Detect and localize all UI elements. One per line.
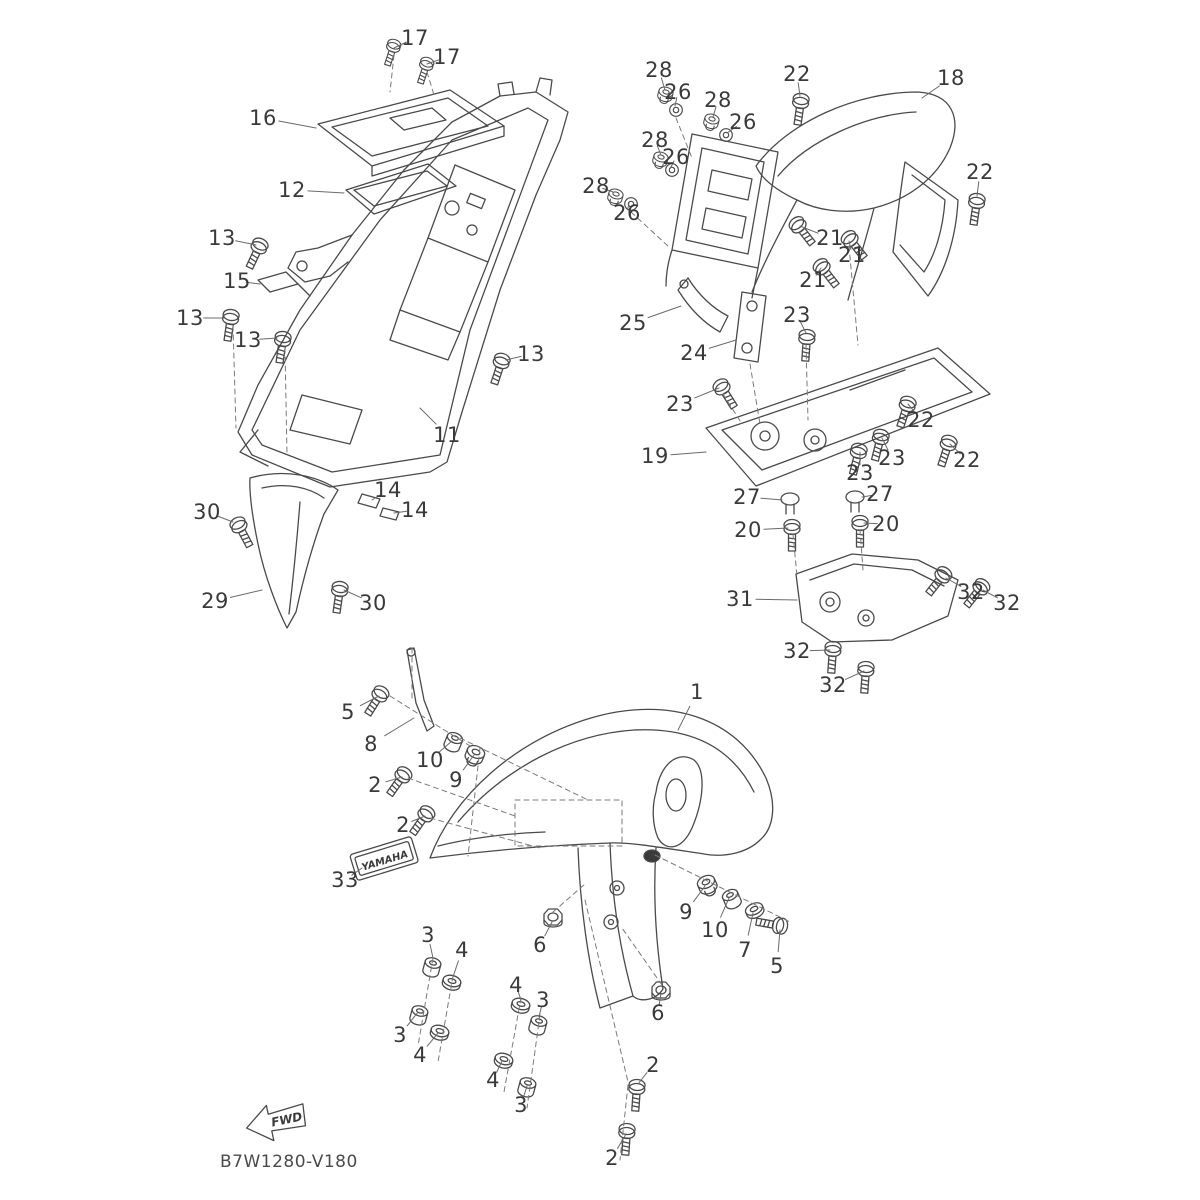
callout-7: 7 bbox=[738, 938, 752, 962]
callout-28: 28 bbox=[645, 58, 673, 82]
callout-1: 1 bbox=[690, 680, 704, 704]
callout-30: 30 bbox=[359, 591, 387, 615]
tail-cowl bbox=[751, 91, 959, 301]
callout-5: 5 bbox=[341, 700, 355, 724]
callout-5: 5 bbox=[770, 954, 784, 978]
callout-2: 2 bbox=[605, 1146, 619, 1170]
callout-23: 23 bbox=[783, 303, 811, 327]
battery-tray bbox=[317, 89, 505, 177]
callout-21: 21 bbox=[838, 243, 866, 267]
callout-27: 27 bbox=[866, 482, 894, 506]
callout-4: 4 bbox=[486, 1068, 500, 1092]
callout-22: 22 bbox=[783, 62, 811, 86]
fwd-arrow-label: FWD bbox=[270, 1109, 304, 1129]
callout-24: 24 bbox=[680, 341, 708, 365]
callout-2: 2 bbox=[368, 773, 382, 797]
callout-26: 26 bbox=[729, 110, 757, 134]
callout-13: 13 bbox=[208, 226, 236, 250]
callout-20: 20 bbox=[734, 518, 762, 542]
construction-lines bbox=[232, 54, 864, 1161]
dampers-27 bbox=[780, 490, 865, 515]
fwd-arrow: FWD bbox=[245, 1103, 307, 1142]
callout-21: 21 bbox=[799, 268, 827, 292]
callout-28: 28 bbox=[704, 88, 732, 112]
callout-26: 26 bbox=[662, 145, 690, 169]
side-bracket bbox=[795, 553, 959, 643]
callout-11: 11 bbox=[433, 423, 461, 447]
callout-28: 28 bbox=[582, 174, 610, 198]
callout-13: 13 bbox=[176, 306, 204, 330]
callout-18: 18 bbox=[937, 66, 965, 90]
callout-26: 26 bbox=[613, 201, 641, 225]
callout-30: 30 bbox=[193, 500, 221, 524]
diagram-code: B7W1280-V180 bbox=[220, 1152, 358, 1172]
callout-3: 3 bbox=[421, 923, 435, 947]
callout-23: 23 bbox=[878, 446, 906, 470]
small-bracket bbox=[257, 271, 311, 297]
yamaha-emblem: YAMAHA bbox=[349, 836, 419, 881]
callout-3: 3 bbox=[536, 988, 550, 1012]
callout-17: 17 bbox=[433, 45, 461, 69]
clips bbox=[357, 493, 400, 521]
callout-2: 2 bbox=[396, 813, 410, 837]
callout-4: 4 bbox=[413, 1043, 427, 1067]
callout-32: 32 bbox=[819, 673, 847, 697]
mud-flap bbox=[249, 472, 339, 629]
callout-20: 20 bbox=[872, 512, 900, 536]
callout-22: 22 bbox=[953, 448, 981, 472]
callout-14: 14 bbox=[401, 498, 429, 522]
fender-stay bbox=[406, 647, 435, 732]
license-bracket bbox=[665, 133, 779, 363]
callout-10: 10 bbox=[701, 918, 729, 942]
callout-3: 3 bbox=[514, 1093, 528, 1117]
callout-21: 21 bbox=[816, 226, 844, 250]
callout-32: 32 bbox=[783, 639, 811, 663]
front-fender bbox=[429, 708, 774, 1009]
callout-6: 6 bbox=[651, 1001, 665, 1025]
callout-4: 4 bbox=[455, 938, 469, 962]
callout-27: 27 bbox=[733, 485, 761, 509]
callout-32: 32 bbox=[957, 580, 985, 604]
callout-12: 12 bbox=[278, 178, 306, 202]
callout-14: 14 bbox=[374, 478, 402, 502]
carrier-bracket bbox=[705, 347, 991, 487]
callout-29: 29 bbox=[201, 589, 229, 613]
callout-28: 28 bbox=[641, 128, 669, 152]
leader-lines bbox=[203, 41, 998, 1149]
callout-33: 33 bbox=[331, 868, 359, 892]
callout-22: 22 bbox=[907, 408, 935, 432]
yamaha-emblem-text: YAMAHA bbox=[361, 849, 410, 874]
callout-26: 26 bbox=[664, 80, 692, 104]
callout-22: 22 bbox=[966, 160, 994, 184]
callout-32: 32 bbox=[993, 591, 1021, 615]
callout-8: 8 bbox=[364, 732, 378, 756]
callout-23: 23 bbox=[846, 461, 874, 485]
callout-25: 25 bbox=[619, 311, 647, 335]
callout-17: 17 bbox=[401, 26, 429, 50]
callout-16: 16 bbox=[249, 106, 277, 130]
callout-9: 9 bbox=[679, 900, 693, 924]
callout-15: 15 bbox=[223, 269, 251, 293]
callout-23: 23 bbox=[666, 392, 694, 416]
callout-13: 13 bbox=[517, 342, 545, 366]
callout-3: 3 bbox=[393, 1023, 407, 1047]
callout-2: 2 bbox=[646, 1053, 660, 1077]
rear-fender-assembly bbox=[237, 77, 569, 488]
callout-19: 19 bbox=[641, 444, 669, 468]
callout-6: 6 bbox=[533, 933, 547, 957]
callout-9: 9 bbox=[449, 768, 463, 792]
callout-31: 31 bbox=[726, 587, 754, 611]
callout-4: 4 bbox=[509, 973, 523, 997]
callout-10: 10 bbox=[416, 748, 444, 772]
callout-13: 13 bbox=[234, 328, 262, 352]
seal bbox=[345, 163, 457, 215]
